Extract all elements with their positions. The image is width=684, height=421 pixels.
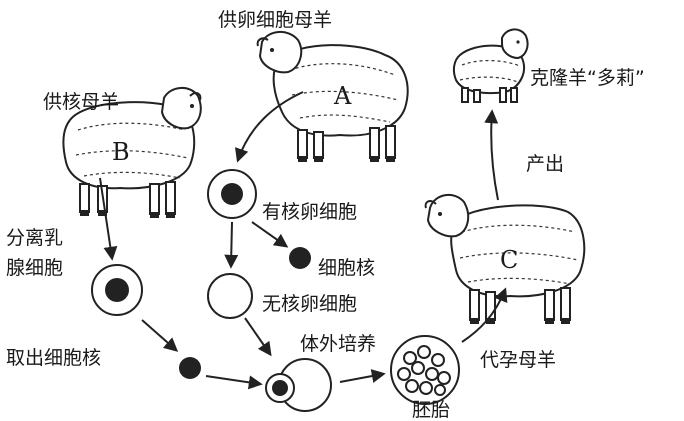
label-enucleated-egg: 无核卵细胞 bbox=[262, 293, 357, 315]
arrow-enucleated-to-fused bbox=[244, 317, 272, 357]
sheep-c-letter: C bbox=[500, 246, 518, 274]
label-nucleated-egg: 有核卵细胞 bbox=[262, 201, 357, 223]
nucleated-egg-cell bbox=[207, 169, 257, 219]
arrow-a-to-egg bbox=[235, 91, 304, 163]
label-nucleus-donor: 供核母羊 bbox=[43, 91, 119, 113]
fused-cell bbox=[265, 358, 332, 412]
clone-sheep-dolly bbox=[452, 28, 529, 103]
arrow-nucleus-to-fused bbox=[205, 375, 263, 390]
label-separate-line2: 腺细胞 bbox=[6, 257, 63, 279]
arrow-egg-down bbox=[224, 221, 239, 269]
label-take-nucleus: 取出细胞核 bbox=[6, 347, 101, 369]
arrow-mammary-to-nucleus bbox=[141, 319, 179, 352]
embryo-cluster bbox=[390, 335, 460, 405]
enucleated-egg-cell bbox=[207, 273, 253, 319]
sheep-b-letter: B bbox=[112, 138, 130, 166]
label-egg-donor: 供卵细胞母羊 bbox=[218, 9, 332, 31]
arrow-egg-to-nucleus bbox=[251, 221, 289, 248]
label-produce: 产出 bbox=[526, 153, 564, 175]
label-clone: 克隆羊“多莉” bbox=[530, 67, 645, 89]
arrow-b-to-mammary bbox=[99, 177, 118, 261]
sheep-b-nucleus-donor bbox=[62, 87, 202, 218]
arrow-c-to-clone bbox=[484, 109, 499, 201]
extracted-nucleus bbox=[179, 357, 201, 379]
label-embryo: 胚胎 bbox=[412, 399, 450, 421]
sheep-c-surrogate bbox=[424, 193, 586, 324]
label-nucleus: 细胞核 bbox=[318, 257, 375, 279]
label-separate-line1: 分离乳 bbox=[6, 227, 63, 249]
sheep-a-egg-donor bbox=[256, 31, 409, 162]
arrow-fused-to-embryo bbox=[339, 369, 386, 383]
arrow-embryo-to-c bbox=[461, 287, 508, 343]
sheep-a-letter: A bbox=[333, 82, 352, 110]
label-surrogate: 代孕母羊 bbox=[480, 349, 556, 371]
mammary-cell bbox=[91, 264, 143, 316]
free-nucleus bbox=[289, 247, 311, 269]
label-in-vitro: 体外培养 bbox=[300, 333, 376, 355]
